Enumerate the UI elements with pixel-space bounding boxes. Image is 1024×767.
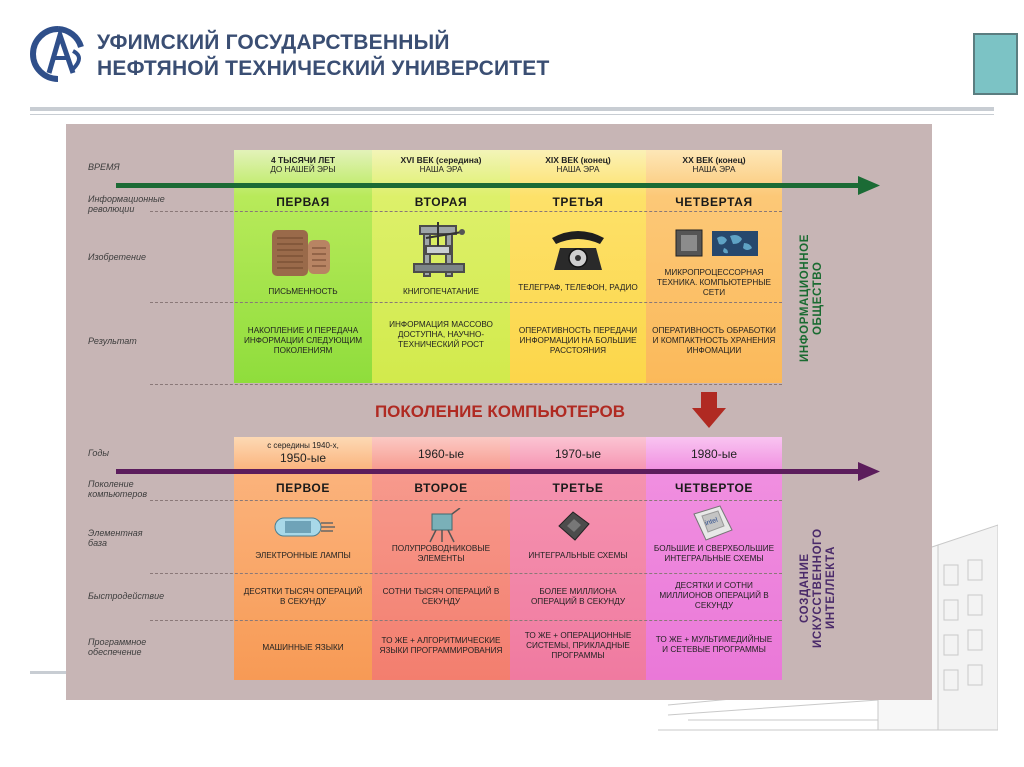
university-name: УФИМСКИЙ ГОСУДАРСТВЕННЫЙ НЕФТЯНОЙ ТЕХНИЧ… [97,30,550,82]
speed-2: СОТНИ ТЫСЯЧ ОПЕРАЦИЙ В СЕКУНДУ [382,587,500,606]
computer-network-icon [675,229,758,257]
microprocessor-icon: intel [693,505,733,541]
generation-second: ВТОРОЕ [414,481,468,495]
speed-1: ДЕСЯТКИ ТЫСЯЧ ОПЕРАЦИЙ В СЕКУНДУ [243,587,363,606]
side-label-information-society: ИНФОРМАЦИОННОЕ ОБЩЕСТВО [799,234,824,362]
software-1: МАШИННЫЕ ЯЗЫКИ [262,643,344,652]
top-column-4-bg [646,150,782,383]
down-arrow-icon [692,392,726,428]
era-line2: НАША ЭРА [419,165,463,174]
separator [150,500,782,501]
invention-2: КНИГОПЕЧАТАНИЕ [403,287,479,296]
row-label-result: Результат [88,336,137,346]
university-logo [30,26,84,82]
telephone-icon [552,231,604,270]
era-2: XVI ВЕК (середина)НАША ЭРА [372,152,510,178]
university-name-line1: УФИМСКИЙ ГОСУДАРСТВЕННЫЙ [97,31,450,54]
header-divider [30,107,994,111]
years-1: с середины 1940-х, 1950-ые [234,438,372,468]
bottom-column-2-bg [372,437,510,680]
era-4: XX ВЕК (конец)НАША ЭРА [646,152,782,178]
era-line2: НАША ЭРА [692,165,736,174]
separator [150,620,782,621]
generation-fourth: ЧЕТВЕРТОЕ [674,481,754,495]
result-4: ОПЕРАТИВНОСТЬ ОБРАБОТКИ И КОМПАКТНОСТЬ Х… [652,326,776,355]
side-label-artificial-intelligence: СОЗДАНИЕ ИСКУССТВЕННОГО ИНТЕЛЛЕКТА [799,528,837,648]
era-line1: XIX ВЕК (конец) [545,155,611,165]
header-divider-thin [30,114,994,115]
row-label-software: Программное обеспечение [88,637,147,657]
printing-press-icon [413,222,465,277]
era-line2: ДО НАШЕЙ ЭРЫ [270,165,336,174]
separator [150,211,782,212]
result-2: ИНФОРМАЦИЯ МАССОВО ДОСТУПНА, НАУЧНО-ТЕХН… [389,320,493,349]
invention-4: МИКРОПРОЦЕССОРНАЯ ТЕХНИКА. КОМПЬЮТЕРНЫЕ … [657,268,771,297]
era-line1: 4 ТЫСЯЧИ ЛЕТ [270,155,336,165]
software-3: ТО ЖЕ + ОПЕРАЦИОННЫЕ СИСТЕМЫ, ПРИКЛАДНЫЕ… [524,631,632,660]
bottom-column-3-bg [510,437,646,680]
revolution-third: ТРЕТЬЯ [552,195,604,209]
speed-3: БОЛЕЕ МИЛЛИОНА ОПЕРАЦИЙ В СЕКУНДУ [530,587,626,606]
transistor-icon [429,508,461,543]
computer-generations-title: ПОКОЛЕНИЕ КОМПЬЮТЕРОВ [374,402,626,421]
years-4: 1980-ые [691,447,737,461]
row-label-element-base: Элементная база [88,528,143,548]
separator [150,302,782,303]
element-base-1: ЭЛЕКТРОННЫЕ ЛАМПЫ [255,551,351,560]
revolution-first: ПЕРВАЯ [276,195,330,209]
software-2: ТО ЖЕ + АЛГОРИТМИЧЕСКИЕ ЯЗЫКИ ПРОГРАММИР… [379,636,503,655]
revolution-second: ВТОРАЯ [414,195,468,209]
invention-3: ТЕЛЕГРАФ, ТЕЛЕФОН, РАДИО [518,283,638,292]
years-2: 1960-ые [418,447,464,461]
result-1: НАКОПЛЕНИЕ И ПЕРЕДАЧА ИНФОРМАЦИИ СЛЕДУЮЩ… [243,326,363,355]
separator [150,384,782,385]
generation-third: ТРЕТЬЕ [552,481,604,495]
vacuum-tube-icon [274,517,335,537]
row-label-time: ВРЕМЯ [88,162,120,172]
row-label-speed: Быстродействие [88,591,165,601]
element-base-2: ПОЛУПРОВОДНИКОВЫЕ ЭЛЕМЕНТЫ [391,544,491,563]
era-line1: XX ВЕК (конец) [682,155,746,165]
element-base-3: ИНТЕГРАЛЬНЫЕ СХЕМЫ [528,551,628,560]
revolution-fourth: ЧЕТВЕРТАЯ [675,195,753,209]
svg-text:intel: intel [704,517,719,528]
era-line1: XVI ВЕК (середина) [400,155,482,165]
invention-1: ПИСЬМЕННОСТЬ [268,287,338,296]
footer-line-left [30,671,70,674]
result-3: ОПЕРАТИВНОСТЬ ПЕРЕДАЧИ ИНФОРМАЦИИ НА БОЛ… [518,326,638,355]
row-label-invention: Изобретение [88,252,146,262]
bottom-column-1-bg [234,437,372,680]
row-label-years: Годы [88,448,109,458]
years-1-big: 1950-ые [280,451,326,465]
university-name-line2: НЕФТЯНОЙ ТЕХНИЧЕСКИЙ УНИВЕРСИТЕТ [97,57,550,80]
row-label-revolutions: Информационные революции [88,194,165,214]
integrated-circuit-icon [558,511,590,541]
software-4: ТО ЖЕ + МУЛЬТИМЕДИЙНЫЕ И СЕТЕВЫЕ ПРОГРАМ… [655,635,773,654]
years-3: 1970-ые [555,447,601,461]
years-1-small: с середины 1940-х, [267,441,339,450]
era-3: XIX ВЕК (конец)НАША ЭРА [510,152,646,178]
speed-4: ДЕСЯТКИ И СОТНИ МИЛЛИОНОВ ОПЕРАЦИЙ В СЕК… [659,581,769,610]
bottom-column-4-bg [646,437,782,680]
era-line2: НАША ЭРА [556,165,600,174]
row-label-generation: Поколение компьютеров [88,479,148,499]
separator [150,573,782,574]
element-base-4: БОЛЬШИЕ И СВЕРХБОЛЬШИЕ ИНТЕГРАЛЬНЫЕ СХЕМ… [653,544,775,563]
generation-first: ПЕРВОЕ [276,481,330,495]
clay-tablet-icon [272,230,330,276]
teal-square [973,33,1018,95]
